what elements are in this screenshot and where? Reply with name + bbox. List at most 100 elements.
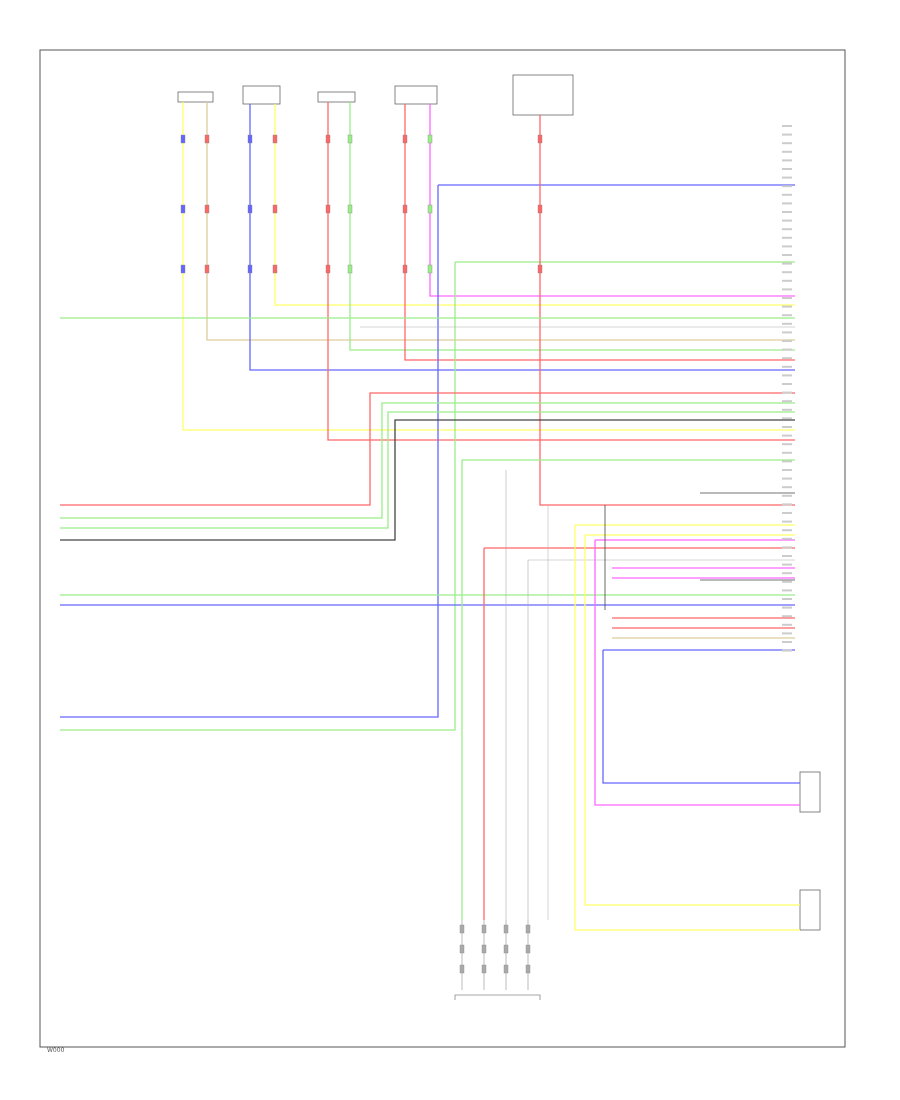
wire-tag-31	[481, 924, 487, 934]
wire-tag-3	[180, 264, 186, 274]
module-pin-61	[782, 641, 792, 643]
wire-tag-2	[180, 204, 186, 214]
wire-3	[249, 104, 795, 371]
module-pin-2	[782, 133, 792, 136]
wire-tag-38	[525, 944, 531, 954]
wire-tag-14	[325, 204, 331, 214]
module-pin-36	[782, 426, 792, 428]
module-pin-48	[782, 529, 792, 532]
module-pin-37	[782, 434, 792, 437]
module-pin-13	[782, 228, 792, 231]
module-pin-3	[782, 142, 792, 145]
module-pin-62	[782, 649, 792, 652]
module-pin-33	[782, 400, 792, 403]
wire-tag-37	[525, 924, 531, 934]
module-pin-9	[782, 193, 792, 196]
module-pin-44	[782, 494, 792, 497]
module-pin-59	[782, 623, 792, 626]
wire-tag-21	[402, 264, 408, 274]
module-pin-29	[782, 365, 792, 368]
module-pin-52	[782, 563, 792, 566]
speaker-connectors	[454, 771, 821, 1000]
wire-tag-7	[247, 134, 253, 144]
wire-tag-26	[537, 204, 543, 214]
connector-top-4	[394, 85, 438, 105]
speaker-connector-2	[799, 889, 821, 931]
wire-tag-19	[402, 134, 408, 144]
module-pin-42	[782, 477, 792, 480]
wire-tag-39	[525, 964, 531, 974]
module-pin-50	[782, 546, 792, 549]
module-pin-32	[782, 391, 792, 394]
module-pin-27	[782, 348, 792, 351]
module-pin-58	[782, 615, 792, 618]
wire-tag-36	[503, 964, 509, 974]
module-pin-19	[782, 279, 792, 282]
wire-tag-11	[272, 204, 278, 214]
wire-tag-8	[247, 204, 253, 214]
wire-tag-13	[325, 134, 331, 144]
wire-8	[429, 104, 795, 297]
wire-tag-1	[180, 134, 186, 144]
wire-13	[539, 115, 795, 506]
module-pin-14	[782, 236, 792, 239]
wire-12	[60, 262, 456, 731]
module-pin-55	[782, 589, 792, 592]
wire-tag-20	[402, 204, 408, 214]
module-pin-6	[782, 168, 792, 170]
module-pin-38	[782, 443, 792, 446]
wire-tag-24	[427, 264, 433, 274]
module-pin-51	[782, 555, 792, 557]
wire-tag-15	[325, 264, 331, 274]
wire-tag-25	[537, 134, 543, 144]
antenna-module-box	[512, 74, 574, 116]
top-connectors	[177, 74, 574, 116]
wire-31	[574, 525, 800, 931]
module-pins	[782, 125, 792, 652]
wire-37	[602, 650, 800, 784]
wire-17	[60, 411, 795, 529]
module-pin-18	[782, 271, 792, 274]
wire-4	[274, 104, 795, 306]
wire-6	[349, 102, 795, 351]
wire-tag-5	[204, 204, 210, 214]
module-pin-8	[782, 185, 792, 188]
wire-18	[60, 419, 795, 541]
module-pin-47	[782, 520, 792, 523]
module-pin-49	[782, 537, 792, 540]
connector-top-3	[317, 91, 356, 103]
module-pin-34	[782, 408, 792, 411]
module-pin-20	[782, 288, 792, 291]
wire-tag-30	[459, 964, 465, 974]
wire-tag-17	[347, 204, 353, 214]
module-pin-39	[782, 451, 792, 454]
module-pin-15	[782, 245, 792, 248]
wire-tag-27	[537, 264, 543, 274]
module-pin-23	[782, 314, 792, 317]
module-pin-60	[782, 632, 792, 635]
connector-top-1	[177, 91, 214, 103]
wire-tag-12	[272, 264, 278, 274]
wire-5	[327, 102, 795, 441]
wire-tag-32	[481, 944, 487, 954]
wire-tag-34	[503, 924, 509, 934]
module-pin-7	[782, 176, 792, 179]
module-pin-45	[782, 503, 792, 506]
module-pin-28	[782, 357, 792, 360]
wire-15	[60, 392, 795, 506]
wire-tag-28	[459, 924, 465, 934]
module-pin-31	[782, 383, 792, 385]
wire-7	[404, 104, 795, 361]
bottom-connector-bracket	[454, 994, 541, 1000]
wire-33	[584, 535, 800, 906]
module-pin-41	[782, 469, 792, 471]
module-pin-57	[782, 606, 792, 609]
module-pin-1	[782, 125, 792, 127]
module-pin-35	[782, 417, 792, 420]
module-pin-54	[782, 580, 792, 583]
module-pin-4	[782, 150, 792, 153]
module-pin-30	[782, 374, 792, 377]
wire-tag-16	[347, 134, 353, 144]
wire-16	[60, 402, 795, 519]
